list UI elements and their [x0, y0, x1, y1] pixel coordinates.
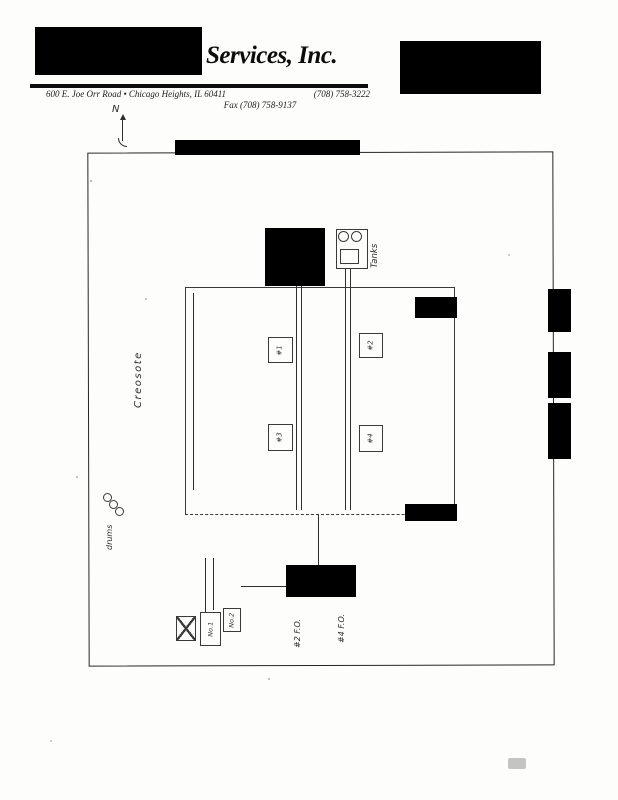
track-box-1: #1: [268, 337, 293, 363]
yard-inner-left-line: [193, 293, 194, 490]
boiler-box-1: No.1: [200, 612, 221, 646]
track-box-label: #4: [366, 433, 375, 444]
redacted-company-logo: [35, 27, 202, 75]
fax-text: Fax (708) 758-9137: [223, 100, 297, 110]
connector-line: [205, 558, 206, 612]
phone-text: (708) 758-3222: [313, 89, 370, 99]
letterhead-rule: [30, 84, 368, 88]
redacted-header-block: [400, 41, 541, 94]
redacted-margin-note-2: [548, 352, 571, 398]
scan-artifact: [508, 758, 526, 769]
north-arrow-shaft: [122, 119, 123, 141]
connector-line: [241, 586, 286, 587]
redacted-margin-note-3: [548, 403, 571, 459]
track-line: [296, 286, 297, 510]
boiler-box-2: No.2: [223, 608, 241, 632]
north-label: N: [112, 104, 120, 115]
redacted-area-bottom: [405, 504, 457, 521]
redacted-area-top: [175, 140, 360, 155]
redacted-margin-note-1: [548, 289, 571, 332]
fuel-oil-label-1: #2 F.O.: [293, 619, 302, 648]
tanks-label: Tanks: [370, 243, 380, 268]
boiler-box-label: No.2: [227, 612, 236, 628]
track-box-label: #1: [275, 344, 284, 356]
creosote-label: Creosote: [133, 351, 144, 408]
redacted-lower-building: [286, 565, 356, 597]
compass-tail: [118, 138, 127, 147]
drum-circle: [103, 493, 112, 502]
scan-noise: [90, 180, 92, 182]
tank-enclosure: [336, 229, 368, 269]
track-line: [301, 286, 302, 510]
redacted-area-right: [415, 297, 457, 318]
redacted-building-block: [265, 228, 325, 286]
track-box-2: #2: [359, 333, 383, 358]
track-line: [350, 268, 351, 510]
track-line: [345, 268, 346, 510]
company-name: Services, Inc.: [206, 42, 338, 69]
fuel-oil-label-2: #4 F.O.: [337, 614, 346, 643]
crossed-box: [176, 616, 196, 641]
drum-circle: [109, 500, 118, 509]
track-box-label: #2: [366, 340, 375, 351]
tank-circle: [338, 231, 349, 242]
tank-sub-box: [340, 249, 359, 264]
track-box-4: #4: [359, 425, 383, 452]
north-arrow-head-icon: [120, 114, 126, 120]
tank-circle: [351, 231, 362, 242]
drum-circle: [115, 507, 124, 516]
connector-line: [213, 558, 214, 610]
treatment-yard-outline: [185, 287, 455, 515]
drums-label: drums: [105, 524, 114, 550]
address-text: 600 E. Joe Orr Road • Chicago Heights, I…: [46, 89, 227, 99]
letterhead-address-row: 600 E. Joe Orr Road • Chicago Heights, I…: [46, 89, 370, 99]
boiler-box-label: No.1: [206, 621, 215, 637]
track-box-label: #3: [275, 432, 284, 443]
track-box-3: #3: [268, 424, 293, 451]
connector-line: [318, 515, 319, 565]
